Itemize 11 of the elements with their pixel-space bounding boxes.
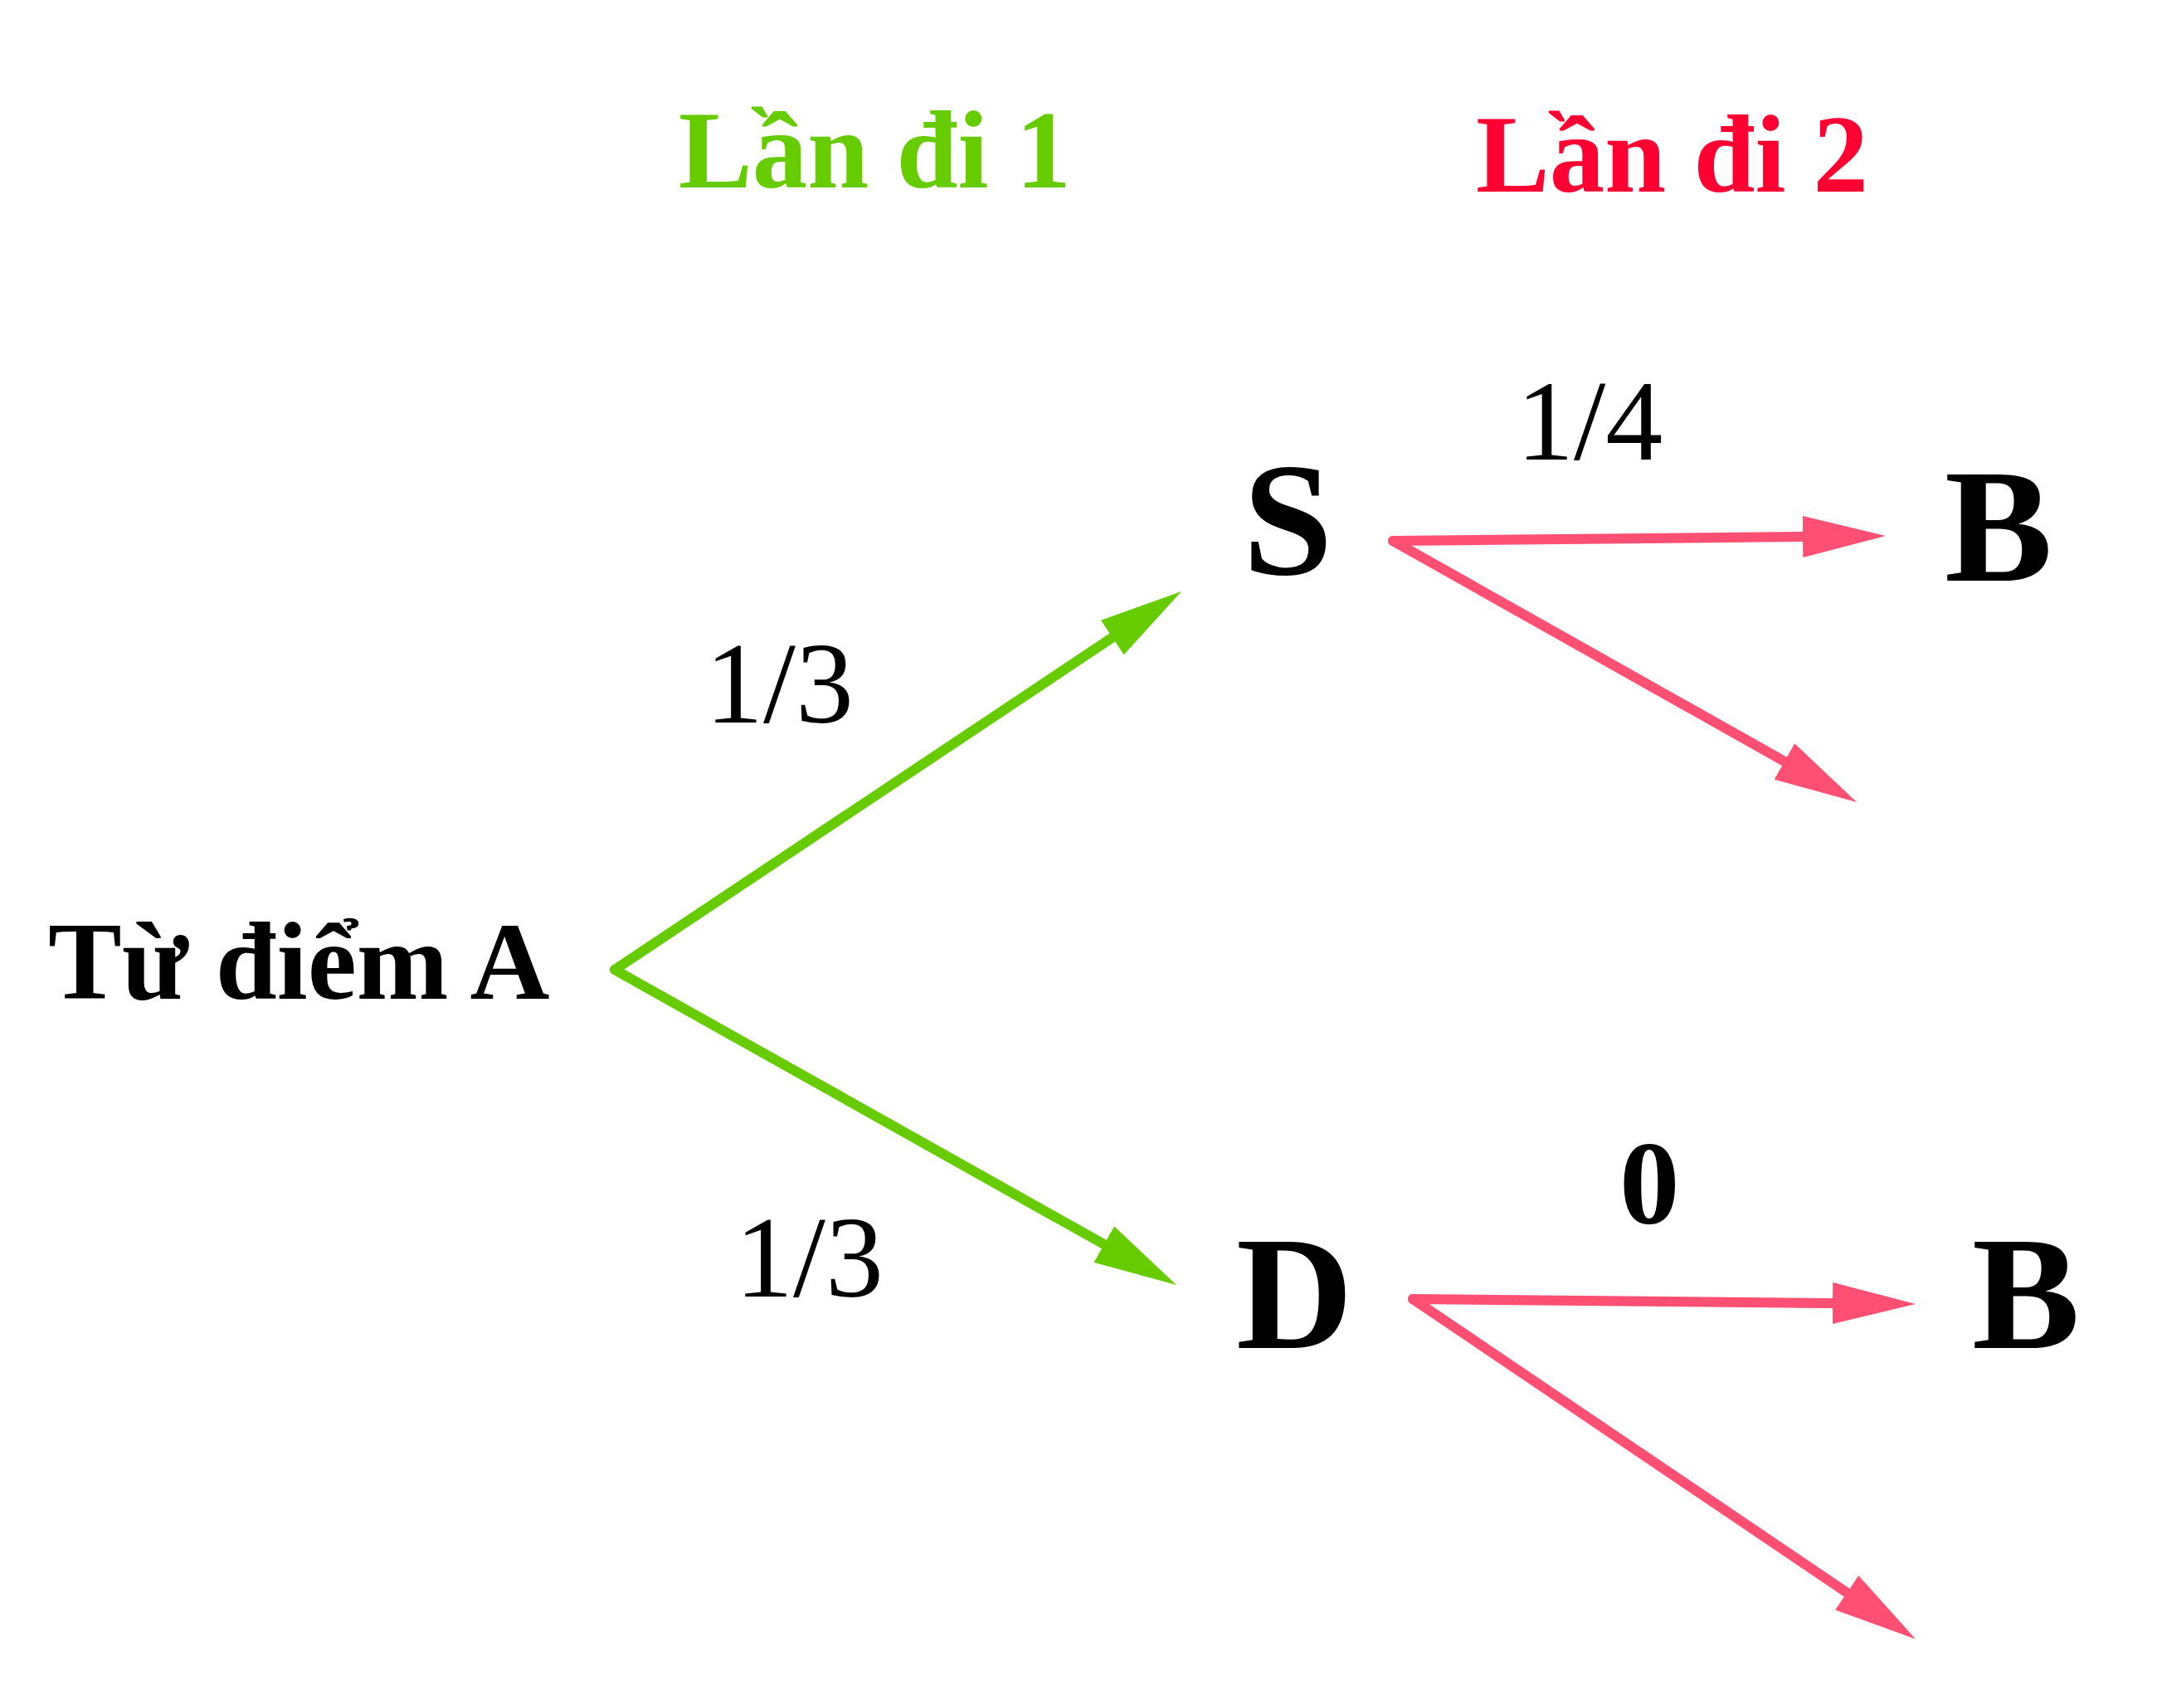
edge-label: 1/4	[1517, 364, 1663, 479]
edge-label: 0	[1619, 1123, 1680, 1243]
column-heading: Lần đi 2	[1476, 100, 1869, 210]
tree-node-label: B	[1945, 445, 2053, 607]
edge-label: 1/3	[735, 1199, 884, 1316]
edge-label: 1/3	[705, 625, 854, 742]
tree-node-label: D	[1236, 1213, 1353, 1375]
tree-node-label: B	[1972, 1213, 2081, 1375]
column-heading: Lần đi 1	[679, 95, 1072, 206]
tree-node-label: S	[1243, 439, 1333, 601]
tree-node-label: Từ điểm A	[48, 907, 550, 1017]
